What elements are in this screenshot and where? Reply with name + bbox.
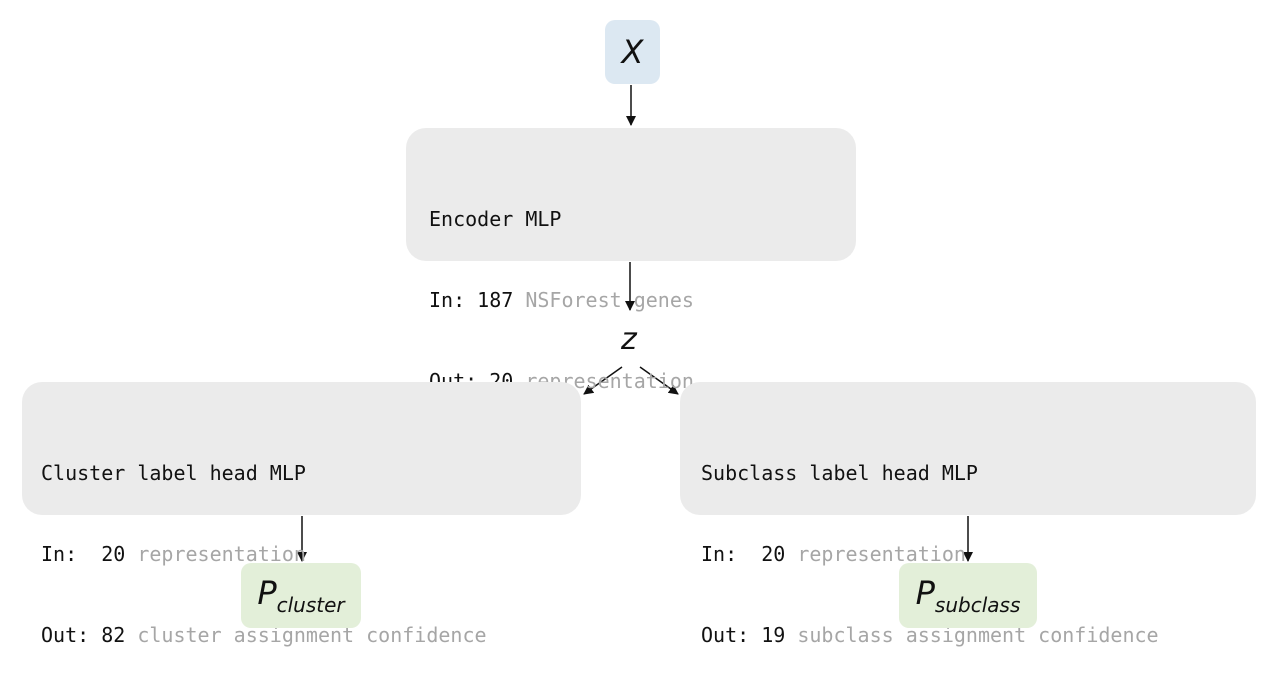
- encoder-in-value: 187: [477, 288, 514, 312]
- input-variable-label: X: [621, 33, 644, 71]
- cluster-output-subscript: cluster: [276, 593, 345, 617]
- subclass-head-out-value: 19: [761, 623, 786, 647]
- subclass-output-symbol: P: [915, 574, 935, 612]
- input-variable-node: X: [605, 20, 660, 84]
- cluster-output-label: Pcluster: [257, 574, 344, 617]
- encoder-mlp-node: Encoder MLP In: 187 NSForest genes Out: …: [406, 128, 856, 393]
- cluster-head-out-description: cluster assignment confidence: [125, 623, 487, 647]
- subclass-head-out-label: Out:: [701, 623, 762, 647]
- encoder-in-description: NSForest genes: [513, 288, 694, 312]
- subclass-head-in-label: In:: [701, 542, 762, 566]
- cluster-head-node: Cluster label head MLP In: 20 representa…: [22, 382, 581, 647]
- arrow-latent-to-cluster-head: [583, 366, 623, 395]
- encoder-title: Encoder MLP: [429, 207, 562, 231]
- cluster-head-title: Cluster label head MLP: [41, 461, 306, 485]
- cluster-head-output-line: Out: 82 cluster assignment confidence: [41, 622, 581, 649]
- cluster-head-in-description: representation: [125, 542, 306, 566]
- subclass-output-node: Psubclass: [899, 563, 1037, 628]
- cluster-output-symbol: P: [257, 574, 277, 612]
- encoder-in-label: In:: [429, 288, 478, 312]
- cluster-head-out-label: Out:: [41, 623, 102, 647]
- subclass-head-in-value: 20: [761, 542, 786, 566]
- connector-arrows: [297, 85, 973, 562]
- subclass-output-label: Psubclass: [916, 574, 1021, 617]
- subclass-head-in-description: representation: [785, 542, 966, 566]
- cluster-head-in-label: In:: [41, 542, 102, 566]
- latent-variable-label: z: [621, 322, 637, 357]
- subclass-head-node: Subclass label head MLP In: 20 represent…: [680, 382, 1256, 647]
- cluster-head-in-value: 20: [101, 542, 126, 566]
- subclass-output-subscript: subclass: [934, 593, 1021, 617]
- cluster-head-input-line: In: 20 representation: [41, 541, 581, 568]
- cluster-head-out-value: 82: [101, 623, 126, 647]
- subclass-head-input-line: In: 20 representation: [701, 541, 1256, 568]
- arrow-latent-to-subclass-head: [639, 366, 679, 395]
- encoder-input-line: In: 187 NSForest genes: [429, 287, 856, 314]
- subclass-head-title: Subclass label head MLP: [701, 461, 978, 485]
- cluster-output-node: Pcluster: [241, 563, 361, 628]
